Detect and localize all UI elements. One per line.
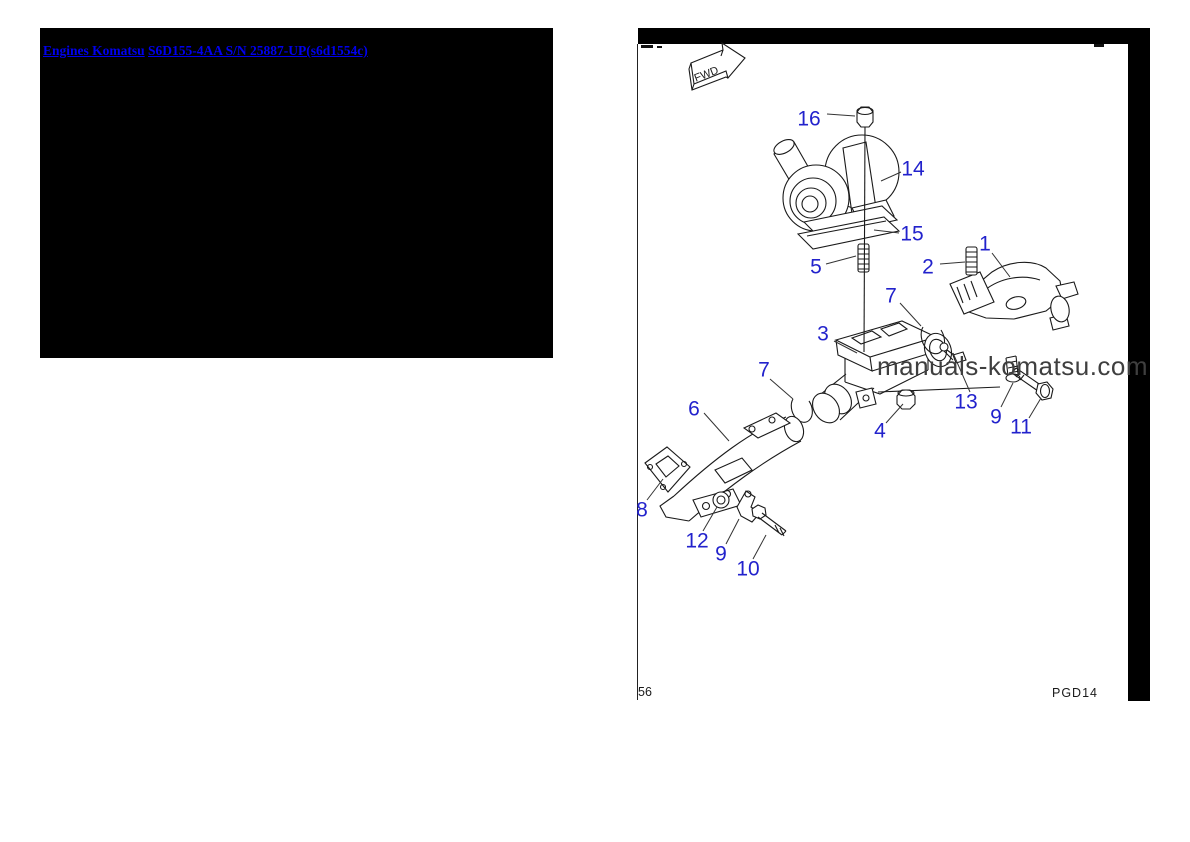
scan-artifact bbox=[641, 45, 653, 48]
part-callout-4: 4 bbox=[874, 419, 886, 443]
part-callout-5: 5 bbox=[810, 255, 822, 279]
leader-line-11 bbox=[1028, 397, 1042, 419]
leader-line-2 bbox=[939, 261, 966, 265]
leader-line-8 bbox=[646, 478, 664, 501]
part-callout-2: 2 bbox=[922, 255, 934, 279]
leader-line-1 bbox=[991, 252, 1011, 278]
part-callout-14: 14 bbox=[901, 157, 925, 181]
watermark: manuals-komatsu.com bbox=[877, 351, 1149, 381]
leader-line-10 bbox=[752, 534, 767, 560]
nut-12-drawing bbox=[712, 491, 730, 509]
part-callout-7r: 7 bbox=[885, 284, 897, 308]
leader-line-9r bbox=[1000, 382, 1014, 408]
gasket-8-drawing bbox=[644, 446, 691, 493]
part-callout-10: 10 bbox=[736, 557, 760, 581]
part-callout-1: 1 bbox=[979, 232, 991, 256]
part-callout-11: 11 bbox=[1010, 415, 1032, 439]
page-code-left: 56 bbox=[638, 685, 652, 699]
scan-left-border bbox=[637, 44, 638, 700]
engines-komatsu-link[interactable]: Engines Komatsu bbox=[43, 43, 145, 58]
gasket-15-drawing bbox=[796, 216, 901, 250]
part-callout-12: 12 bbox=[685, 529, 709, 553]
scan-top-border bbox=[638, 28, 1150, 44]
bolt-11-drawing bbox=[1011, 367, 1054, 401]
leader-line-9l bbox=[725, 518, 740, 545]
part-callout-13: 13 bbox=[954, 390, 978, 414]
manifold-elbow-drawing bbox=[949, 261, 1079, 331]
part-callout-6: 6 bbox=[688, 397, 700, 421]
fwd-arrow-icon: FWD bbox=[688, 41, 746, 91]
callout-leader-lines bbox=[646, 113, 1042, 560]
leader-line-3 bbox=[833, 340, 858, 354]
part-callout-3: 3 bbox=[817, 322, 829, 346]
scan-right-border bbox=[1128, 28, 1150, 701]
leader-line-12 bbox=[702, 506, 718, 532]
page-code-right: PGD14 bbox=[1052, 686, 1098, 700]
leader-line-13 bbox=[952, 352, 971, 393]
leader-line-7r bbox=[899, 302, 922, 327]
part-callout-16: 16 bbox=[797, 107, 821, 131]
part-callout-9r: 9 bbox=[990, 405, 1002, 429]
part-callout-7l: 7 bbox=[758, 358, 770, 382]
snap-ring-right-drawing bbox=[920, 326, 946, 355]
turbocharger-drawing bbox=[773, 134, 900, 239]
plug-4-drawing bbox=[896, 389, 916, 410]
breadcrumb: Engines Komatsu S6D155-4AA S/N 25887-UP(… bbox=[43, 43, 368, 59]
nut-16-drawing bbox=[856, 106, 874, 128]
leader-line-7l bbox=[769, 378, 794, 400]
leader-line-6 bbox=[703, 412, 730, 442]
part-callout-9l: 9 bbox=[715, 542, 727, 566]
fitting-13-drawing bbox=[939, 342, 967, 364]
part-callout-15: 15 bbox=[900, 222, 924, 246]
model-serial-link[interactable]: S6D155-4AA S/N 25887-UP(s6d1554c) bbox=[148, 43, 368, 58]
snap-ring-left-drawing bbox=[790, 398, 813, 423]
leader-line-5 bbox=[825, 255, 857, 265]
part-callout-8: 8 bbox=[636, 498, 648, 522]
leader-line-14 bbox=[880, 171, 902, 182]
stud-5-drawing bbox=[857, 243, 870, 273]
stud-2-drawing bbox=[965, 246, 978, 276]
scan-artifact bbox=[1094, 44, 1104, 47]
scan-artifact bbox=[657, 46, 662, 48]
bolt-10-drawing bbox=[751, 504, 787, 537]
leader-line-15 bbox=[873, 229, 900, 234]
leader-line-16 bbox=[826, 113, 856, 117]
content-frame-panel: Engines Komatsu S6D155-4AA S/N 25887-UP(… bbox=[40, 28, 553, 358]
exhaust-pipe-drawing bbox=[659, 412, 805, 522]
stud-axis-line bbox=[863, 126, 866, 353]
leader-line-4 bbox=[885, 403, 904, 424]
